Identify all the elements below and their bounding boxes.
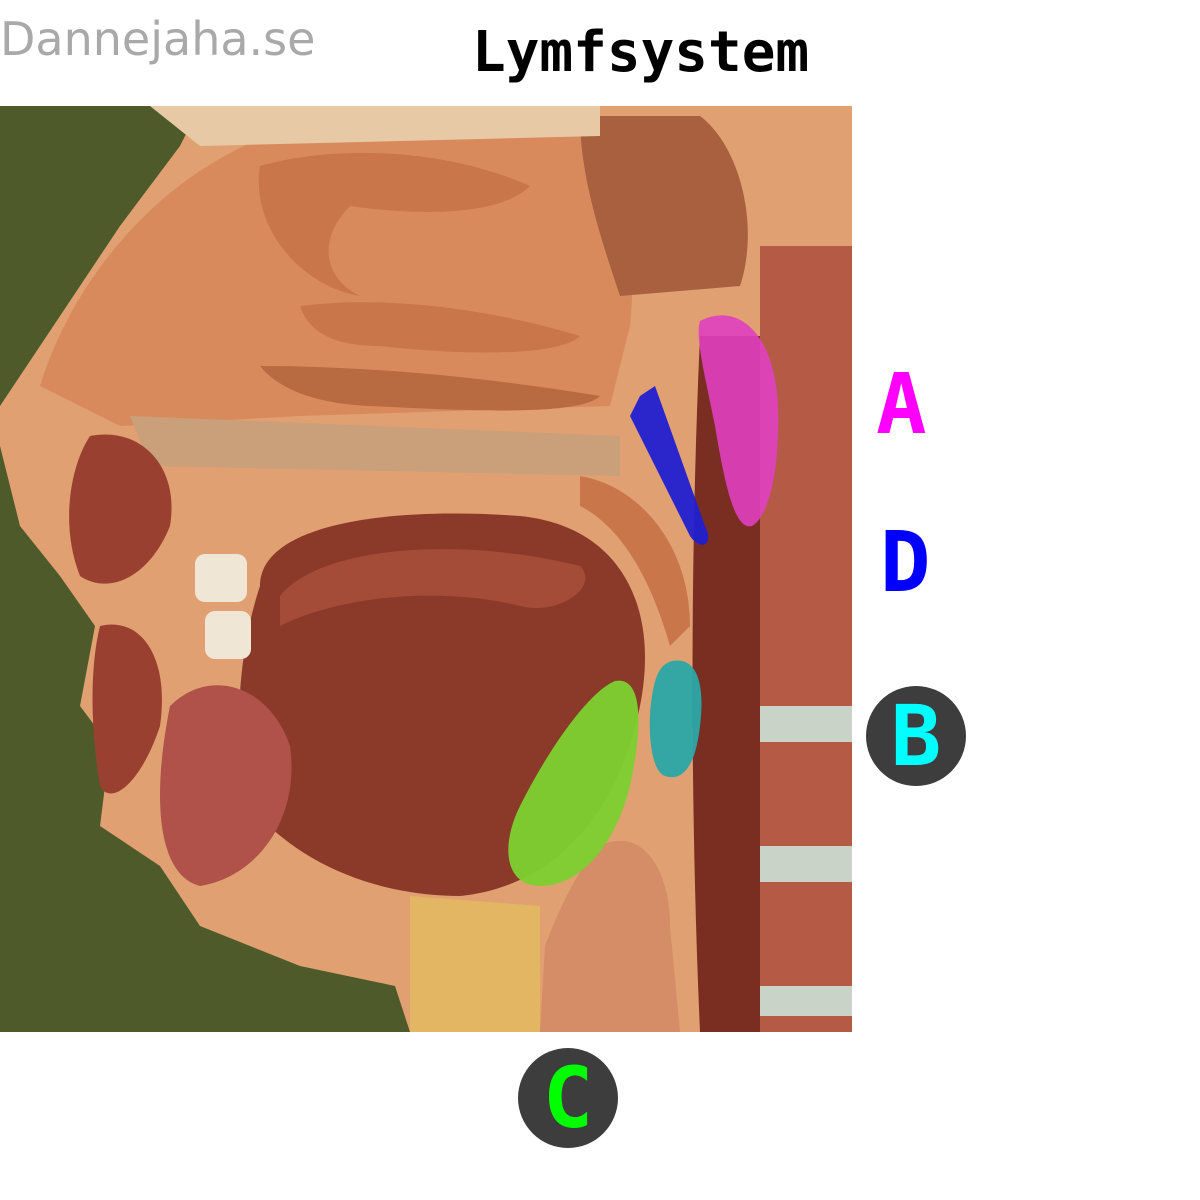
label-d: D <box>880 513 931 611</box>
label-a: A <box>876 355 927 453</box>
nasal-concha-lower <box>260 366 600 411</box>
nasal-concha-middle <box>300 302 580 353</box>
soft-palate <box>580 476 690 646</box>
label-c: C <box>518 1048 618 1148</box>
lower-lip <box>92 624 162 794</box>
vertebral-disc <box>760 846 852 882</box>
region-c-highlight <box>508 680 639 886</box>
anatomy-photo <box>0 106 852 1032</box>
vertebral-disc <box>760 706 852 742</box>
vertebral-disc <box>760 986 852 1016</box>
tooth-lower <box>205 611 251 659</box>
tooth-upper <box>195 554 247 602</box>
neck-fat <box>410 896 540 1032</box>
mandible <box>160 685 292 886</box>
skull-base <box>150 106 600 146</box>
watermark: Dannejaha.se <box>0 12 316 66</box>
label-b: B <box>866 686 966 786</box>
cervical-spine <box>760 246 852 1032</box>
epiglottis <box>540 840 680 1032</box>
tongue-surface <box>280 549 586 626</box>
palate-bone <box>130 416 620 476</box>
region-b-highlight <box>649 660 702 778</box>
nasal-concha-upper <box>258 152 530 296</box>
region-d-highlight <box>630 386 709 545</box>
sphenoid-sinus <box>580 116 748 296</box>
region-a-highlight <box>698 315 779 527</box>
upper-lip <box>69 434 172 584</box>
diagram-title: Lymfsystem <box>472 20 810 85</box>
